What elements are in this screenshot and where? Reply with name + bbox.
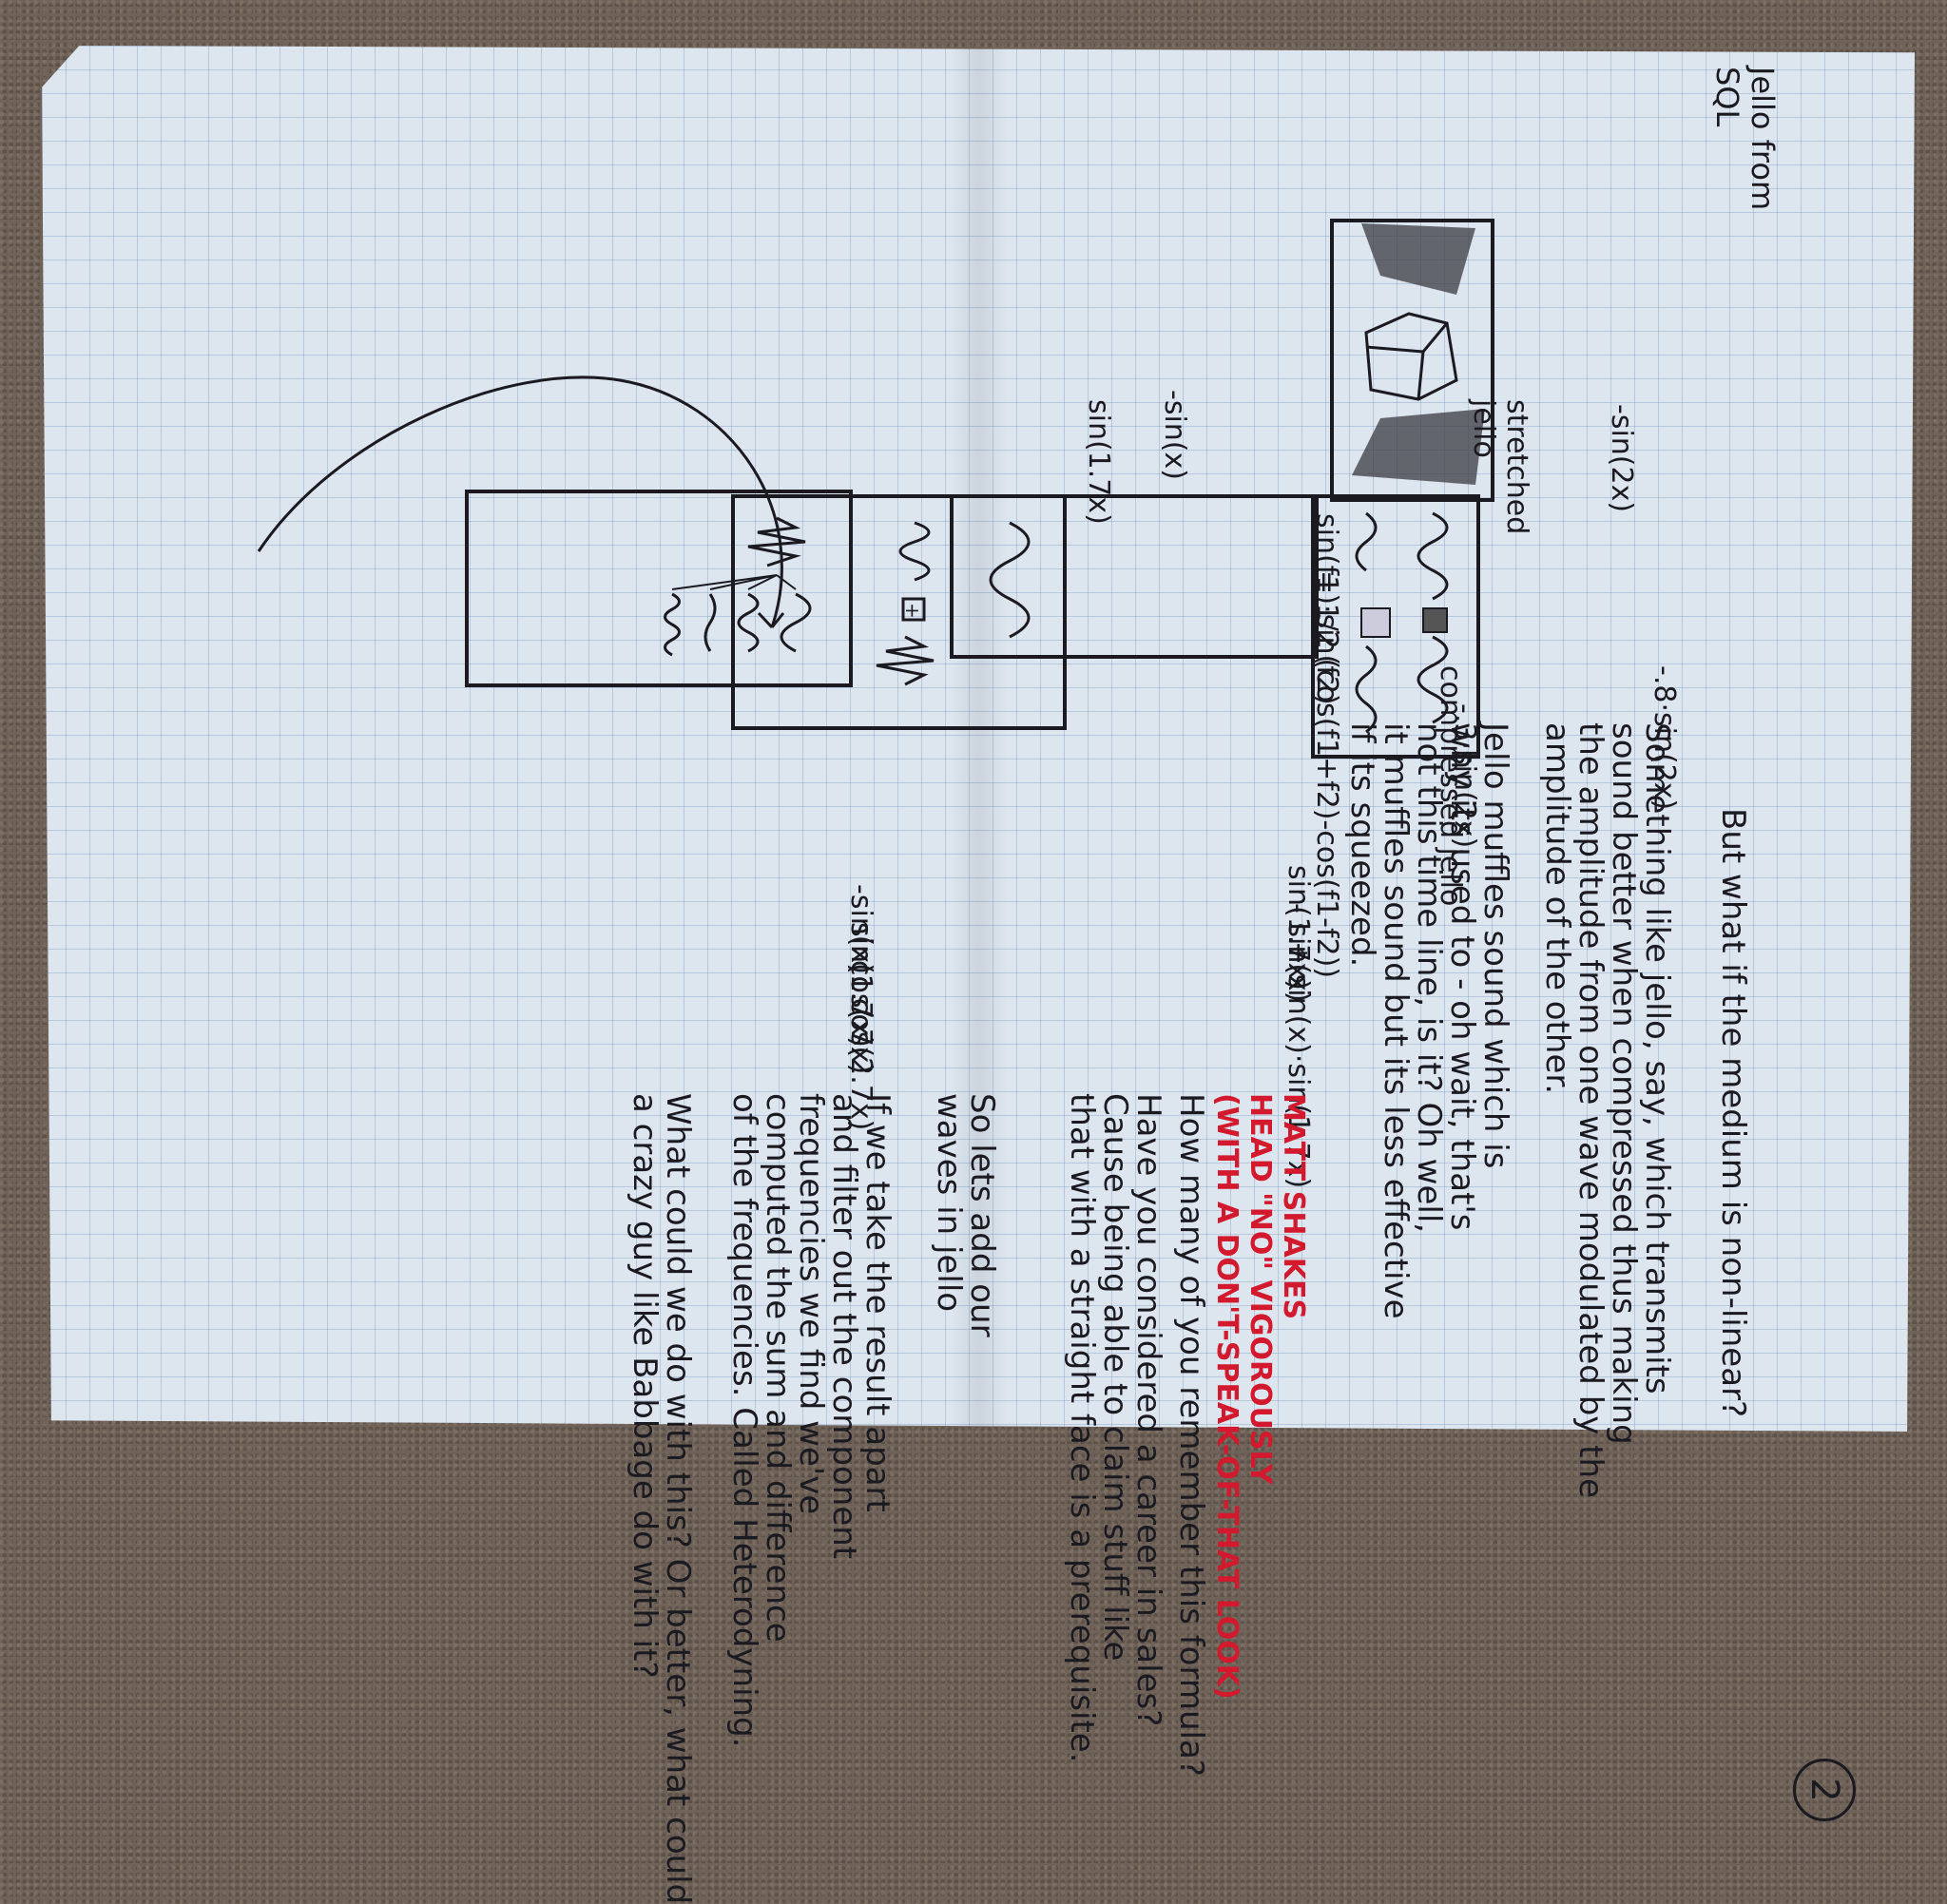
para-muffle-l2: why its used to - oh wait, that's bbox=[1443, 722, 1481, 1231]
para-muffle-l5: if its squeezed. bbox=[1343, 722, 1381, 968]
para-muffle-l3: not this time line, is it? Oh well, bbox=[1410, 722, 1448, 1234]
svg-text:+: + bbox=[901, 603, 924, 619]
para-jello-l4: amplitude of the other. bbox=[1538, 722, 1576, 1095]
handwritten-page: 2 Jello from SQL -sin(2x) stretched jell… bbox=[257, 67, 1856, 1904]
para-add-waves-l2: waves in jello bbox=[930, 1093, 968, 1313]
para-jello-l3: the amplitude from one wave modulated by… bbox=[1571, 722, 1610, 1498]
page-number: 2 bbox=[1793, 1759, 1856, 1821]
connector-arrow bbox=[257, 375, 785, 629]
para-nonlinear: But what if the medium is non-linear? bbox=[1714, 808, 1752, 1418]
photo-stage: 2 Jello from SQL -sin(2x) stretched jell… bbox=[42, 46, 1915, 1904]
graph-paper-sheet bbox=[42, 46, 1915, 1432]
red-note-l1: MATT SHAKES bbox=[1277, 1093, 1310, 1320]
para-babbage-l2: a crazy guy like Babbage do with it? bbox=[626, 1093, 664, 1679]
label-neg-sin-2x: -sin(2x) bbox=[1605, 404, 1638, 513]
para-add-waves-l1: So lets add our bbox=[963, 1093, 1001, 1337]
jello-waves-drawing bbox=[1355, 511, 1449, 734]
para-babbage-l1: What could we do with this? Or better, w… bbox=[659, 1093, 697, 1904]
paper-fold-line bbox=[951, 48, 1008, 1426]
wave-sum-drawing: + bbox=[876, 521, 1031, 686]
label-jello-from-sql: Jello from SQL bbox=[1709, 67, 1781, 211]
para-heterodyne-l3: frequencies we find we've bbox=[792, 1093, 830, 1515]
label-neg-sin-x: -sin(x) bbox=[1158, 390, 1191, 480]
para-sales-l3: that with a straight face is a prerequis… bbox=[1063, 1093, 1101, 1763]
para-muffle-l4: it muffles sound but its less effective bbox=[1377, 722, 1415, 1319]
para-sales-l2: Cause being able to claim stuff like bbox=[1096, 1093, 1134, 1662]
para-jello-l1: Something like jello, say, which transmi… bbox=[1638, 722, 1676, 1394]
jello-cube-drawing bbox=[1352, 223, 1485, 485]
para-sales-l1: Have you considered a career in sales? bbox=[1129, 1093, 1167, 1727]
red-note-l2: HEAD "NO" VIGOROUSLY bbox=[1243, 1093, 1277, 1485]
para-muffle-l1: Jello muffles sound which is bbox=[1476, 722, 1514, 1169]
label-sin-1-7x: sin(1.7x) bbox=[1082, 399, 1115, 525]
para-heterodyne-l2: and filter out the component bbox=[825, 1093, 863, 1560]
filter-drawing bbox=[664, 516, 812, 657]
para-heterodyne-l4: computed the sum and difference bbox=[759, 1093, 797, 1643]
label-stretched-jello: stretched jello bbox=[1467, 399, 1534, 535]
para-heterodyne-l1: If we take the result apart bbox=[858, 1093, 896, 1512]
red-note-l3: (WITH A DON'T-SPEAK-OF-THAT LOOK) bbox=[1210, 1093, 1243, 1700]
para-formula-question: How many of you remember this formula? bbox=[1172, 1093, 1210, 1777]
para-jello-l2: sound better when compressed thus making bbox=[1605, 722, 1643, 1445]
para-heterodyne-l5: of the frequencies. Called Heterodyning. bbox=[725, 1093, 763, 1748]
